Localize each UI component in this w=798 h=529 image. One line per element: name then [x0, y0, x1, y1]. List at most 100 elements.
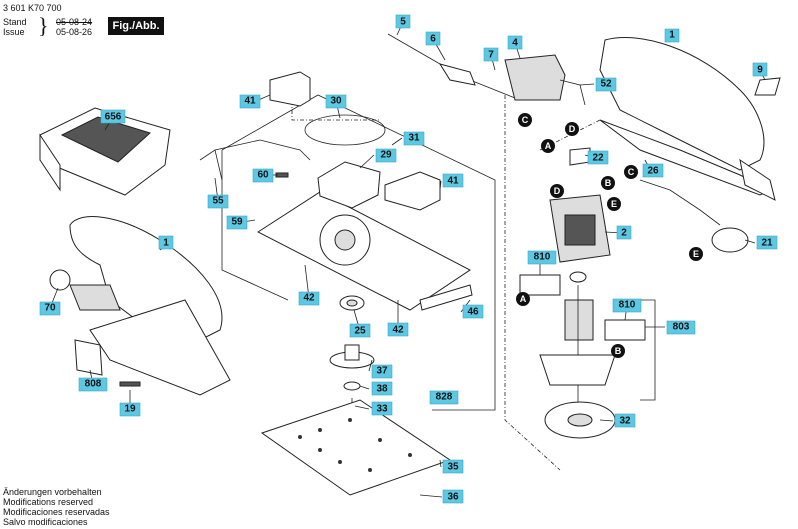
lead-wire-part — [639, 179, 721, 226]
svg-text:32: 32 — [619, 416, 631, 427]
clamp-part-lower — [384, 171, 441, 211]
spindle-stack-part — [329, 295, 375, 410]
callout-60: 60 — [252, 168, 274, 183]
right-housing-part — [599, 36, 776, 201]
gasket-30-part — [304, 114, 386, 146]
marker-b-lower: B — [611, 344, 625, 358]
marker-a-upper: A — [541, 139, 555, 153]
svg-text:E: E — [693, 249, 699, 259]
callout-4: 4 — [507, 35, 523, 50]
note-es: Salvo modificaciones — [3, 517, 88, 527]
figure-label: Fig./Abb. 1 — [108, 17, 164, 50]
svg-text:25: 25 — [354, 326, 366, 337]
callout-22: 22 — [587, 150, 609, 165]
svg-text:55: 55 — [212, 196, 224, 207]
cable-guard-part — [438, 63, 476, 86]
marker-d-lower: D — [550, 184, 564, 198]
callout-7: 7 — [483, 47, 499, 62]
callout-810-right: 810 — [612, 298, 642, 313]
marker-e-upper: E — [607, 197, 621, 211]
svg-text:30: 30 — [330, 96, 342, 107]
svg-text:42: 42 — [303, 293, 315, 304]
svg-text:803: 803 — [673, 322, 690, 333]
issue-label: Issue — [3, 27, 25, 37]
svg-text:21: 21 — [761, 238, 773, 249]
svg-text:808: 808 — [85, 379, 102, 390]
svg-text:36: 36 — [447, 492, 459, 503]
svg-text:656: 656 — [105, 112, 122, 123]
callout-41-lower: 41 — [442, 173, 464, 188]
svg-text:C: C — [522, 115, 529, 125]
svg-text:4: 4 — [512, 38, 518, 49]
svg-text:C: C — [628, 167, 635, 177]
callout-25: 25 — [349, 323, 371, 338]
marker-c-upper: C — [518, 113, 532, 127]
svg-text:D: D — [569, 124, 576, 134]
bail-wire-part — [199, 139, 311, 181]
base-plate-part — [257, 191, 471, 311]
callout-6: 6 — [425, 31, 441, 46]
svg-text:B: B — [605, 178, 612, 188]
callout-810-left: 810 — [527, 250, 557, 265]
brush-holder-left-part — [519, 274, 561, 296]
svg-text:D: D — [554, 186, 561, 196]
callout-41-upper: 41 — [239, 94, 261, 109]
switch-part — [504, 54, 566, 101]
brush-holder-right-part — [604, 319, 646, 341]
svg-text:41: 41 — [447, 176, 459, 187]
svg-text:46: 46 — [467, 307, 479, 318]
svg-text:60: 60 — [257, 170, 269, 181]
svg-text:22: 22 — [592, 153, 604, 164]
svg-text:41: 41 — [244, 96, 256, 107]
plate-9-part — [754, 77, 781, 96]
clamp-part-upper — [269, 71, 311, 107]
note-en: Modifications reserved — [3, 497, 94, 507]
svg-text:70: 70 — [44, 303, 56, 314]
callout-33: 33 — [371, 401, 393, 416]
fan-32-part — [544, 401, 616, 439]
svg-text:42: 42 — [392, 325, 404, 336]
stand-label: Stand — [3, 17, 27, 27]
part-number: 3 601 K70 700 — [3, 3, 62, 13]
field-coil-part — [549, 194, 611, 263]
svg-text:5: 5 — [400, 17, 406, 28]
svg-text:1: 1 — [163, 238, 169, 249]
svg-text:1: 1 — [669, 30, 675, 41]
brace-glyph: } — [38, 13, 49, 38]
callout-808: 808 — [78, 377, 108, 392]
issue-date: 05-08-26 — [56, 27, 93, 37]
callout-21: 21 — [756, 235, 778, 250]
callout-55: 55 — [207, 194, 229, 209]
callout-46: 46 — [462, 304, 484, 319]
svg-text:B: B — [615, 346, 622, 356]
marker-d-upper: D — [565, 122, 579, 136]
gasket-29-part — [317, 161, 381, 209]
note-de: Änderungen vorbehalten — [3, 487, 102, 497]
armature-part — [539, 271, 616, 420]
svg-text:29: 29 — [380, 150, 392, 161]
svg-text:810: 810 — [534, 252, 551, 263]
callout-656: 656 — [100, 109, 126, 124]
callout-70: 70 — [39, 301, 61, 316]
callout-37: 37 — [371, 364, 393, 379]
svg-text:E: E — [611, 199, 617, 209]
svg-text:31: 31 — [408, 133, 420, 144]
svg-text:33: 33 — [376, 404, 388, 415]
svg-text:828: 828 — [436, 392, 453, 403]
marker-c-lower: C — [624, 165, 638, 179]
svg-text:2: 2 — [621, 228, 627, 239]
svg-text:26: 26 — [647, 166, 659, 177]
callout-38: 38 — [371, 381, 393, 396]
callout-31: 31 — [403, 131, 425, 146]
callout-5: 5 — [395, 14, 411, 29]
svg-text:38: 38 — [376, 384, 388, 395]
marker-a-lower: A — [516, 292, 530, 306]
callout-9: 9 — [752, 62, 768, 77]
callout-828: 828 — [429, 390, 459, 405]
sanding-pad-part — [260, 399, 452, 496]
callout-36: 36 — [442, 489, 464, 504]
callout-42-left: 42 — [298, 291, 320, 306]
svg-text:52: 52 — [600, 79, 612, 90]
bar-part — [419, 284, 473, 311]
